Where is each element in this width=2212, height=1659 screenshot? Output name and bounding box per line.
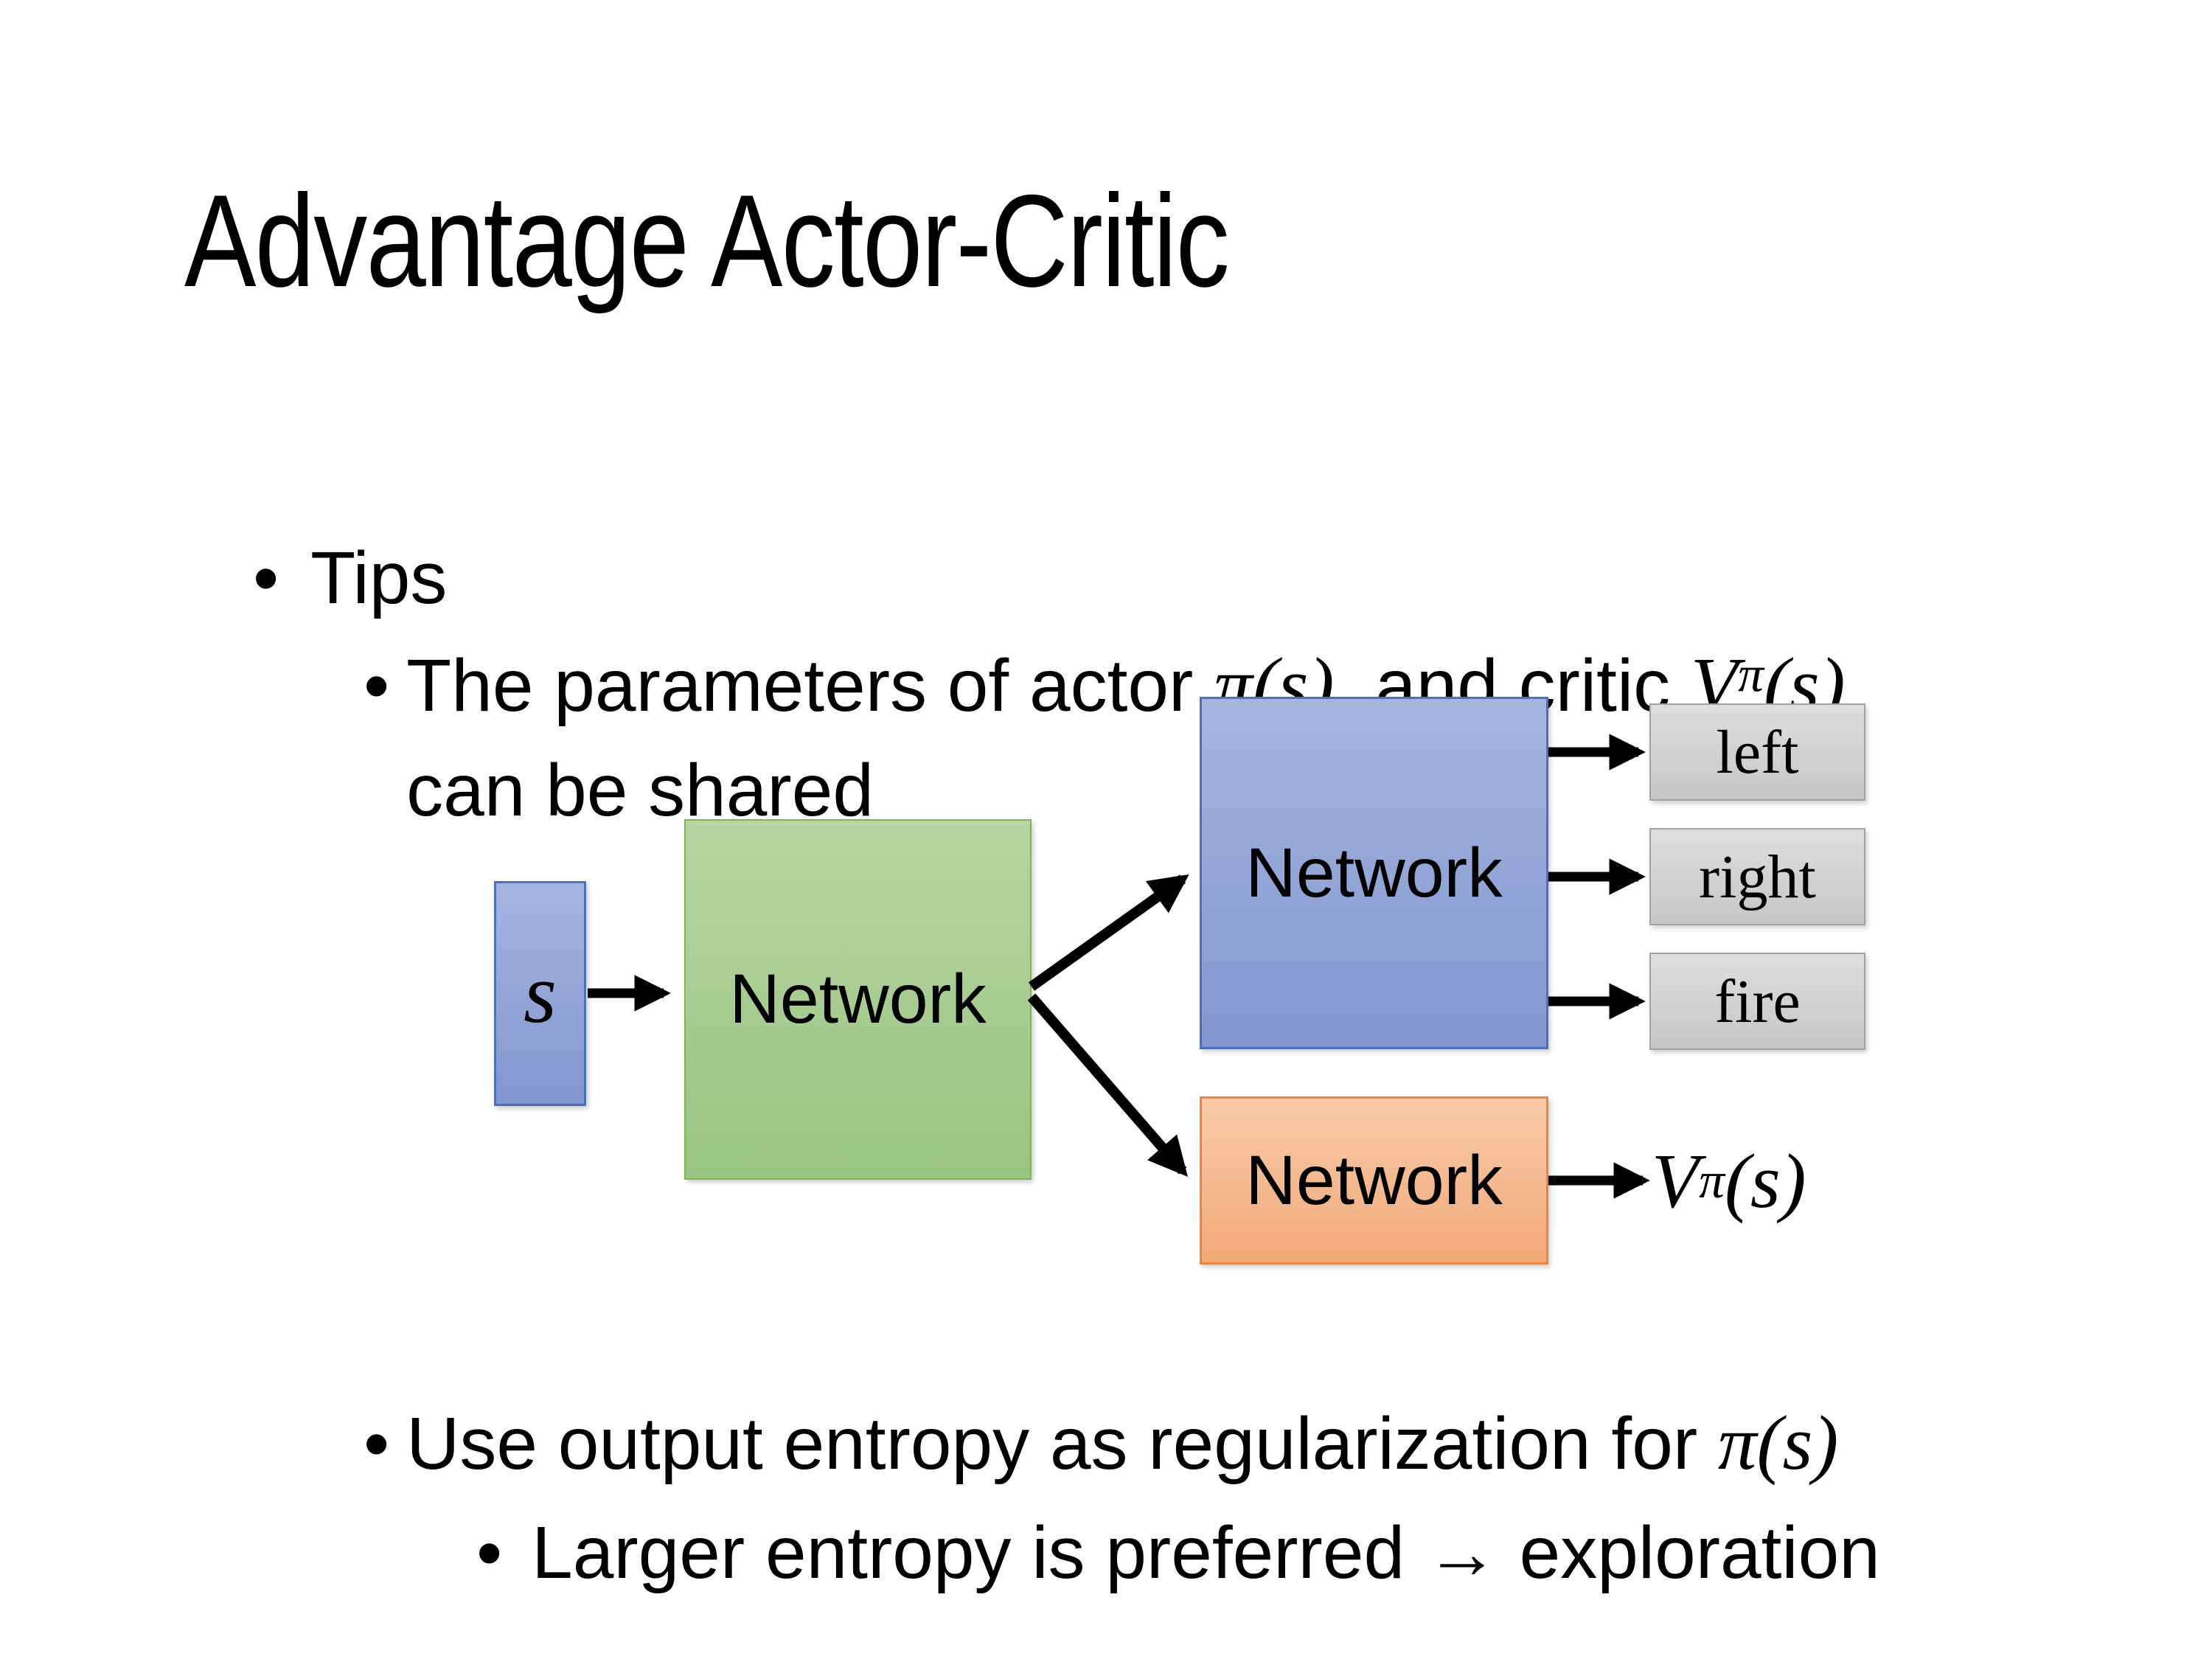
parameters-text-cont: can be shared: [406, 749, 874, 832]
exploration-text: Larger entropy is preferred → exploratio…: [532, 1512, 1880, 1594]
value-args: (s): [1724, 1137, 1806, 1224]
action-fire-label: fire: [1714, 967, 1801, 1036]
action-right-label: right: [1699, 842, 1816, 911]
inline-math-policy: π(s): [1717, 1399, 1839, 1486]
critic-network-label: Network: [1245, 1141, 1503, 1220]
shared-network-label: Network: [729, 960, 987, 1038]
action-box-fire: fire: [1649, 953, 1865, 1050]
bullet-tips: • Tips: [171, 450, 447, 706]
state-label: s: [524, 946, 557, 1040]
bullet-larger-entropy: • Larger entropy is preferred → explorati…: [394, 1425, 1880, 1659]
state-box: s: [494, 881, 586, 1106]
bullet-entropy-regularization: •Use output entropy as regularization fo…: [282, 1312, 1838, 1573]
critic-superscript: π: [1738, 645, 1764, 703]
parameters-text-prefix: The parameters of actor: [406, 644, 1214, 727]
actor-network-box: Network: [1200, 697, 1548, 1049]
bullet-tips-label: Tips: [310, 537, 448, 619]
slide-title: Advantage Actor-Critic: [184, 167, 1230, 314]
actor-network-label: Network: [1245, 833, 1503, 912]
bullet-icon: •: [364, 644, 390, 727]
arrow-shared-to-critic: [1027, 993, 1188, 1178]
arrow-shared-to-actor: [1028, 874, 1189, 991]
entropy-text-prefix: Use output entropy as regularization for: [406, 1402, 1718, 1485]
action-box-right: right: [1649, 828, 1865, 925]
action-box-left: left: [1649, 703, 1865, 801]
bullet-icon: •: [364, 1402, 390, 1485]
bullet-icon: •: [253, 537, 279, 619]
shared-network-box: Network: [684, 819, 1032, 1180]
action-left-label: left: [1716, 717, 1799, 787]
critic-network-box: Network: [1200, 1096, 1548, 1265]
value-base: V: [1652, 1137, 1700, 1224]
bullet-parameters-shared-cont: can be shared: [324, 662, 874, 919]
bullet-icon: •: [476, 1512, 503, 1594]
